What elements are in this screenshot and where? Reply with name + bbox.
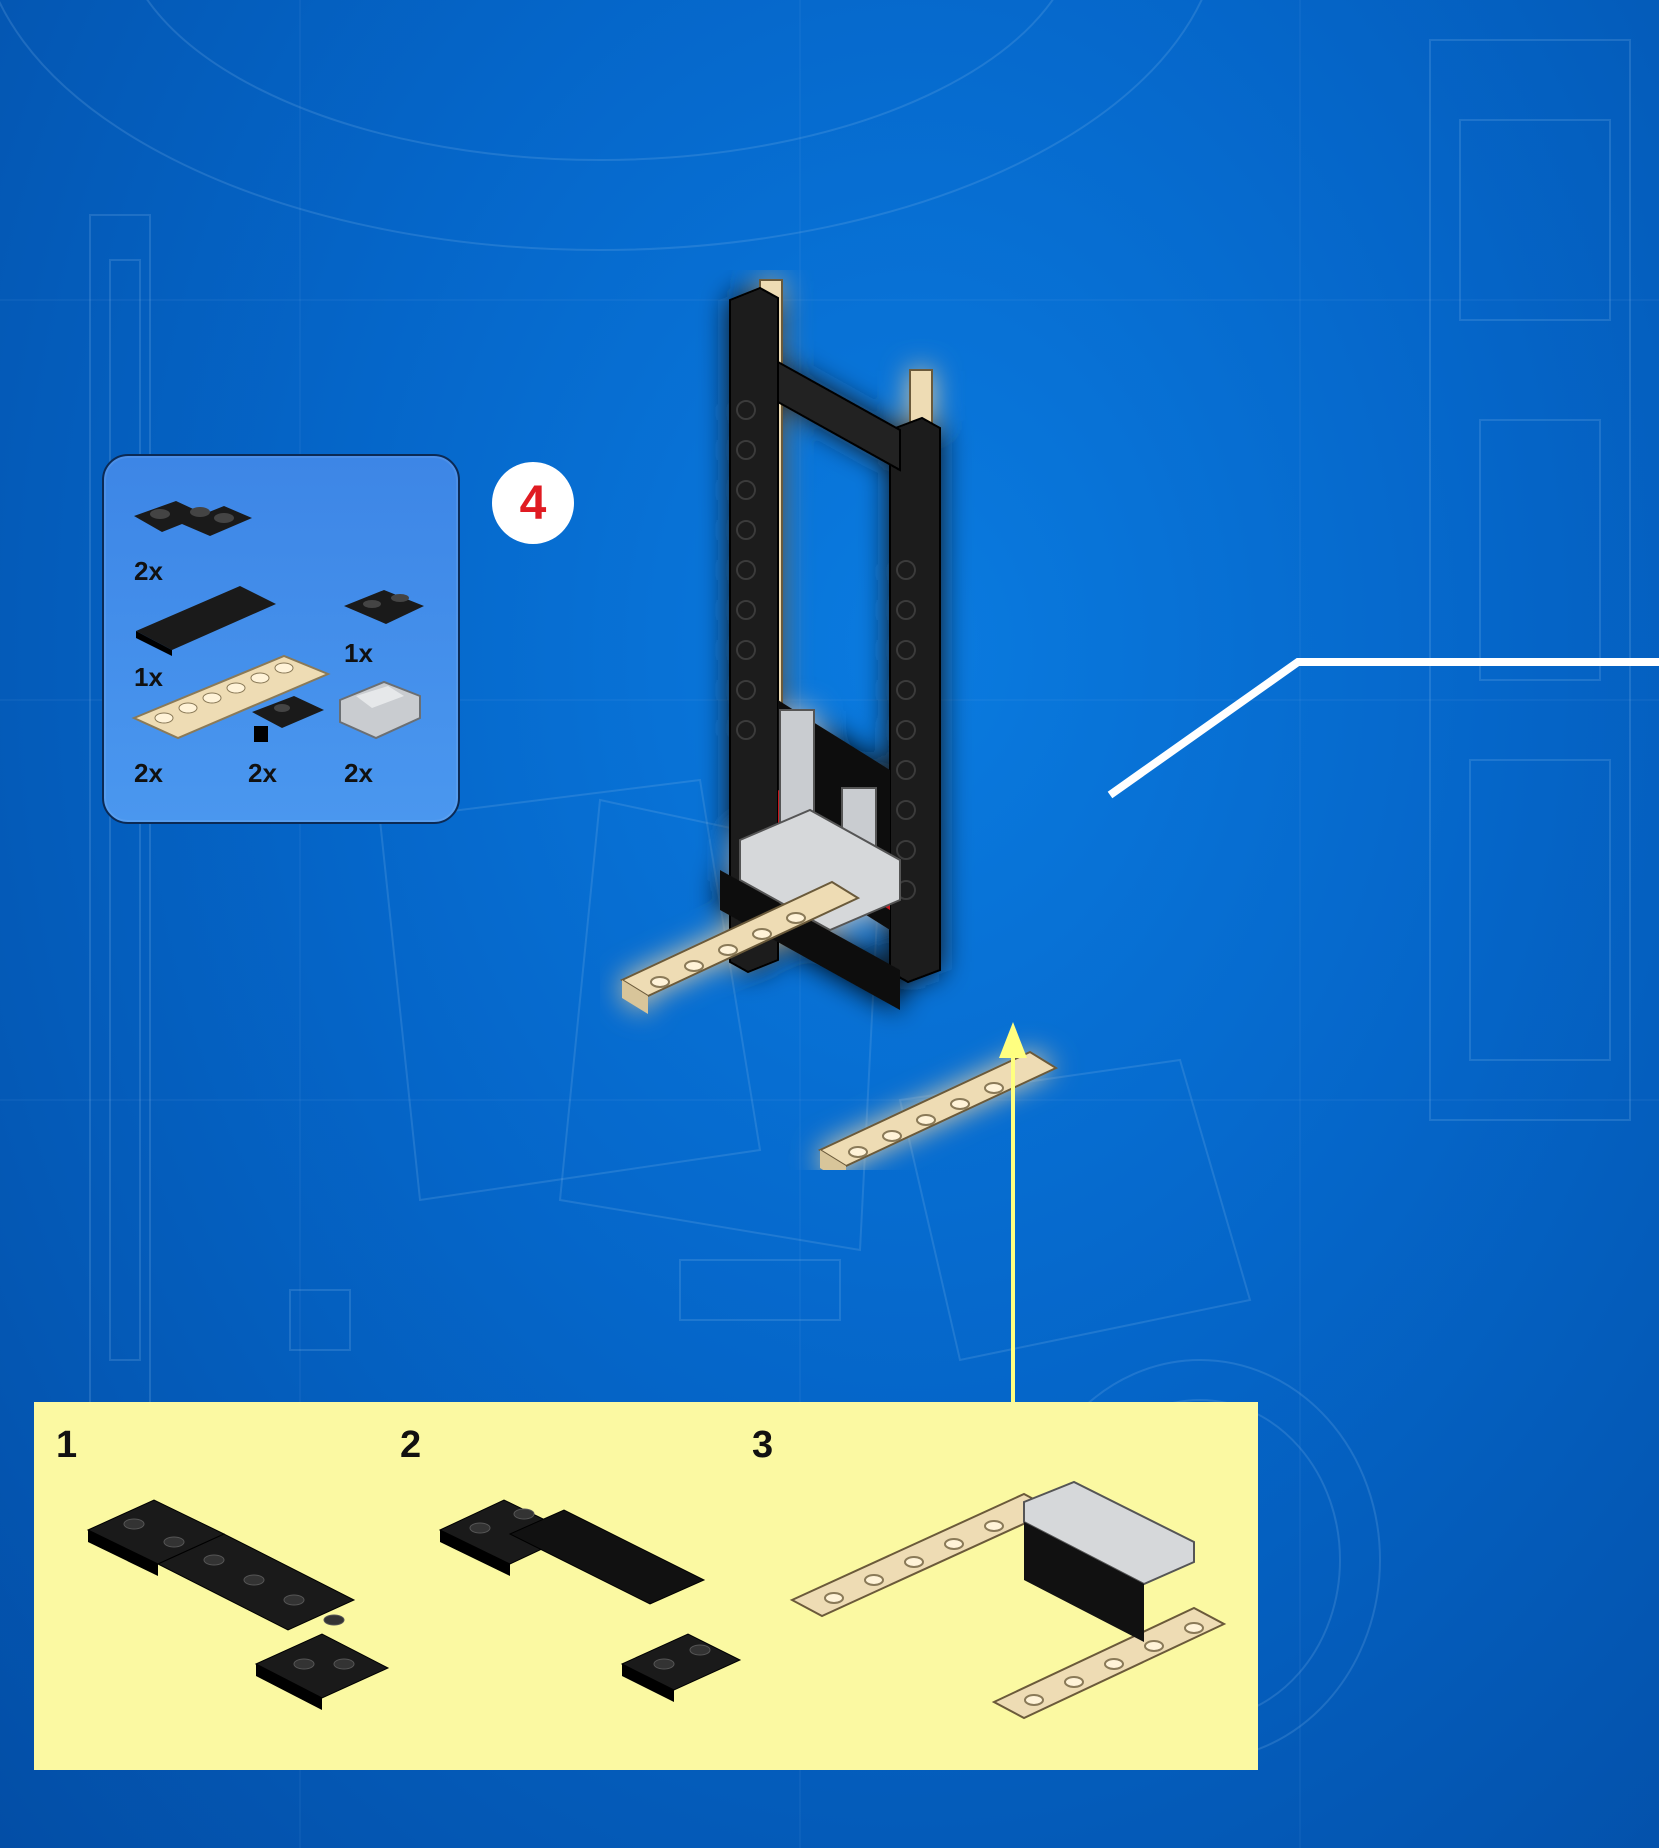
substep-3-number: 3 [752, 1424, 774, 1466]
qty-tile: 1x [134, 662, 163, 692]
substep-2-model [438, 1499, 742, 1702]
subassembly-panel: 1 2 3 [34, 1402, 1258, 1770]
substep-2-number: 2 [400, 1424, 422, 1466]
qty-bracket: 2x [248, 758, 277, 788]
part-black-tile [136, 586, 276, 656]
qty-tan-plate: 2x [134, 758, 163, 788]
main-assembly-model [619, 279, 1059, 1170]
substep-1-number: 1 [56, 1424, 78, 1466]
parts-illustrations [131, 501, 424, 742]
substep-illustrations [86, 1480, 1227, 1720]
qty-hinge: 2x [344, 758, 373, 788]
connector-line [1107, 658, 1659, 799]
qty-corner-plate: 2x [134, 556, 163, 586]
step-number: 4 [519, 476, 547, 530]
step-number-badge: 4 [492, 462, 574, 544]
part-black-plate-1x2 [344, 590, 424, 624]
substep-3-model [789, 1480, 1227, 1720]
part-gray-hinge [339, 680, 421, 740]
substep-1-model [86, 1499, 390, 1710]
part-tan-plate [131, 654, 331, 740]
parts-list-panel: 2x 1x 1x 2x 2x 2x [102, 454, 460, 824]
part-black-bracket [252, 696, 324, 742]
qty-plate-1x2: 1x [344, 638, 373, 668]
part-black-corner-plate [134, 501, 252, 536]
